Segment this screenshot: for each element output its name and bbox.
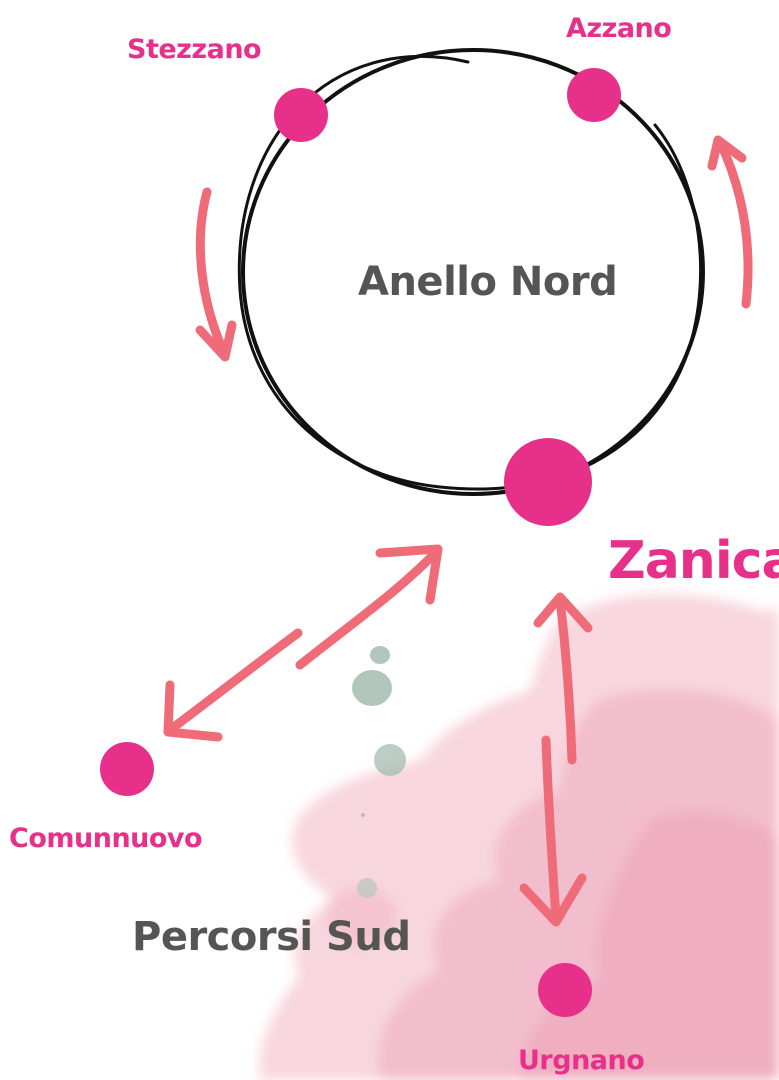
arrowhead-urgnano (519, 873, 587, 927)
town-label-azzano: Azzano (566, 13, 672, 44)
watercolor-splash (259, 594, 779, 1080)
town-label-urgnano: Urgnano (518, 1045, 645, 1076)
town-label-stezzano: Stezzano (127, 34, 262, 65)
town-dots (100, 68, 621, 1017)
arrowhead-comunnuovo (163, 680, 223, 742)
right-arrowhead (707, 135, 747, 171)
urgnano-dot (538, 963, 592, 1017)
zanica-dot (504, 438, 592, 526)
left-circular-arrow (195, 187, 230, 360)
section-percorsi-sud: Percorsi Sud (132, 914, 411, 960)
green-spots (352, 646, 406, 898)
section-anello-nord: Anello Nord (358, 259, 618, 305)
town-label-zanica: Zanica (608, 531, 779, 591)
arrowhead-zanica (375, 544, 443, 605)
comunnuovo-dot (100, 742, 154, 796)
arrow-zanica-urgnano-down (541, 735, 561, 923)
azzano-dot (567, 68, 621, 122)
arrow-zanica-comunnuovo-up (295, 545, 443, 670)
arrow-zanica-urgnano-up (555, 595, 577, 765)
left-arrowhead (195, 320, 237, 362)
town-label-comunnuovo: Comunnuovo (9, 823, 203, 854)
arrow-zanica-comunnuovo-down (165, 628, 303, 735)
arrowhead-zanica-2 (533, 592, 593, 633)
north-ring (237, 48, 705, 496)
right-circular-arrow (715, 137, 753, 309)
stezzano-dot (274, 88, 328, 142)
connection-arrows (163, 544, 593, 927)
ring-arrows (195, 135, 753, 362)
